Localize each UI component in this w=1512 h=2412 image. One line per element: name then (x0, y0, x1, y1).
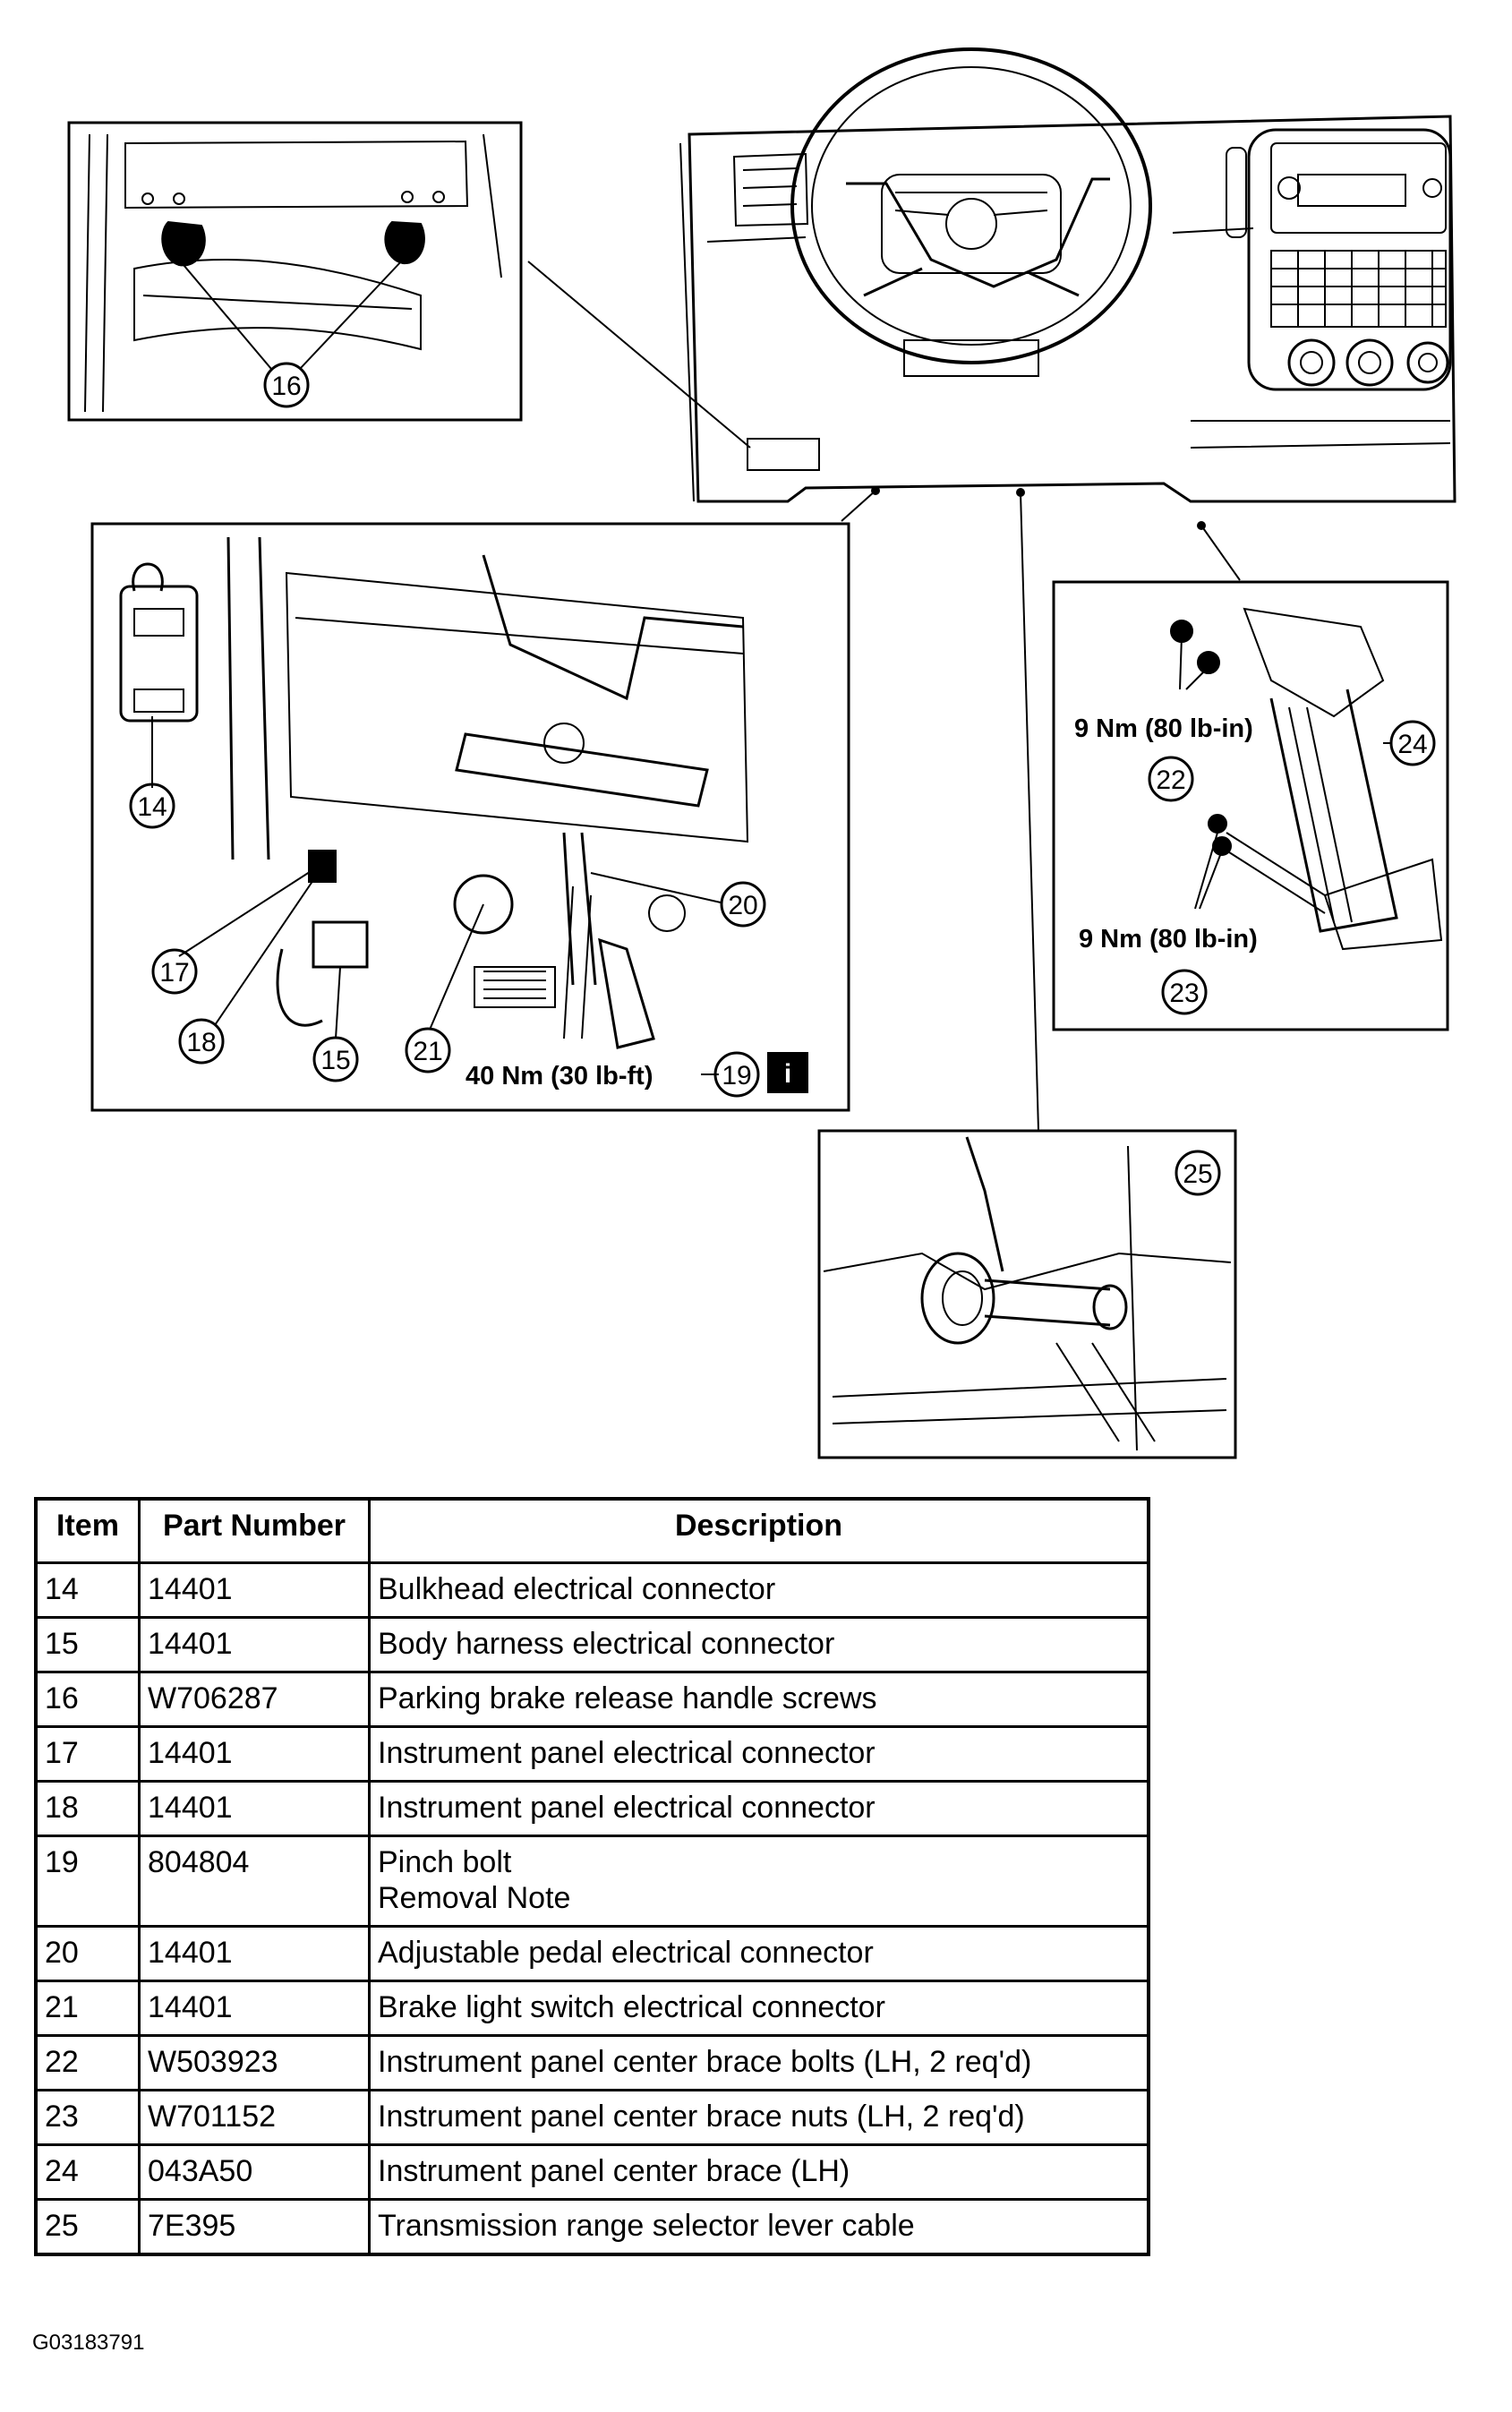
callout-labels: 16 14 17 18 15 21 20 19 22 23 24 25 i (137, 372, 1427, 1189)
table-row: 14 14401 Bulkhead electrical connector (34, 1561, 1150, 1619)
cell-item: 17 (34, 1725, 141, 1783)
parts-table: Item Part Number Description 14 14401 Bu… (34, 1497, 1150, 2256)
cell-item: 18 (34, 1780, 141, 1837)
cell-part: 14401 (138, 1925, 371, 1982)
table-row: 15 14401 Body harness electrical connect… (34, 1616, 1150, 1673)
cell-item: 20 (34, 1925, 141, 1982)
cell-part: W503923 (138, 2034, 371, 2091)
table-row: 19 804804 Pinch bolt Removal Note (34, 1835, 1150, 1928)
removal-note: Removal Note (378, 1881, 571, 1915)
table-row: 20 14401 Adjustable pedal electrical con… (34, 1925, 1150, 1982)
cell-desc: Adjustable pedal electrical connector (368, 1925, 1150, 1982)
cell-item: 19 (34, 1835, 141, 1928)
cell-part: 804804 (138, 1835, 371, 1928)
cell-part: 14401 (138, 1725, 371, 1783)
callout-22: 22 (1156, 766, 1185, 795)
cell-part: 043A50 (138, 2143, 371, 2201)
info-icon: i (784, 1059, 791, 1089)
cell-item: 23 (34, 2089, 141, 2146)
leader-lines (527, 261, 1241, 1132)
cell-item: 14 (34, 1561, 141, 1619)
header-item: Item (34, 1497, 141, 1564)
callout-18: 18 (186, 1028, 216, 1057)
table-row: 23 W701152 Instrument panel center brace… (34, 2089, 1150, 2146)
table-row: 22 W503923 Instrument panel center brace… (34, 2034, 1150, 2091)
table-row: 21 14401 Brake light switch electrical c… (34, 1980, 1150, 2037)
torque-pinch-bolt: 40 Nm (30 lb-ft) (466, 1062, 653, 1091)
callout-24: 24 (1397, 730, 1427, 759)
detail-selector-cable (817, 1129, 1237, 1459)
exploded-diagram: 16 14 17 18 15 21 20 19 22 23 24 25 i 9 … (67, 47, 1456, 1459)
cell-desc: Instrument panel electrical connector (368, 1780, 1150, 1837)
torque-brace-nuts: 9 Nm (80 lb-in) (1079, 925, 1258, 954)
cell-part: 14401 (138, 1780, 371, 1837)
cell-part: 14401 (138, 1561, 371, 1619)
cell-item: 16 (34, 1671, 141, 1728)
cell-desc: Instrument panel electrical connector (368, 1725, 1150, 1783)
callout-23: 23 (1169, 979, 1199, 1008)
cell-desc: Instrument panel center brace bolts (LH,… (368, 2034, 1150, 2091)
dashboard-illustration (679, 47, 1456, 530)
cell-item: 15 (34, 1616, 141, 1673)
header-description: Description (368, 1497, 1150, 1564)
cell-part: 14401 (138, 1616, 371, 1673)
torque-labels: 9 Nm (80 lb-in) 9 Nm (80 lb-in) 40 Nm (3… (466, 714, 1258, 1091)
callout-20: 20 (728, 891, 757, 920)
table-row: 16 W706287 Parking brake release handle … (34, 1671, 1150, 1728)
cell-item: 21 (34, 1980, 141, 2037)
cell-desc: Instrument panel center brace nuts (LH, … (368, 2089, 1150, 2146)
table-row: 25 7E395 Transmission range selector lev… (34, 2198, 1150, 2256)
header-part-number: Part Number (138, 1497, 371, 1564)
callout-19: 19 (722, 1061, 751, 1091)
detail-parking-brake-handle (67, 121, 523, 422)
cell-desc: Bulkhead electrical connector (368, 1561, 1150, 1619)
cell-item: 25 (34, 2198, 141, 2256)
cell-desc: Instrument panel center brace (LH) (368, 2143, 1150, 2201)
cell-desc: Parking brake release handle screws (368, 1671, 1150, 1728)
cell-part: 14401 (138, 1980, 371, 2037)
cell-desc: Transmission range selector lever cable (368, 2198, 1150, 2256)
table-row: 17 14401 Instrument panel electrical con… (34, 1725, 1150, 1783)
detail-pedal-area (90, 522, 850, 1112)
cell-desc: Brake light switch electrical connector (368, 1980, 1150, 2037)
callout-17: 17 (159, 958, 189, 988)
callout-15: 15 (320, 1046, 350, 1075)
cell-part: 7E395 (138, 2198, 371, 2256)
cell-desc: Pinch bolt Removal Note (368, 1835, 1150, 1928)
cell-part: W706287 (138, 1671, 371, 1728)
table-header-row: Item Part Number Description (34, 1497, 1150, 1564)
cell-item: 24 (34, 2143, 141, 2201)
table-row: 18 14401 Instrument panel electrical con… (34, 1780, 1150, 1837)
figure-id: G03183791 (32, 2331, 145, 2355)
detail-center-brace (1052, 580, 1449, 1031)
cell-item: 22 (34, 2034, 141, 2091)
callout-21: 21 (413, 1037, 442, 1066)
desc-line: Pinch bolt (378, 1845, 512, 1879)
callout-16: 16 (271, 372, 301, 401)
callout-14: 14 (137, 792, 167, 822)
cell-desc: Body harness electrical connector (368, 1616, 1150, 1673)
cell-part: W701152 (138, 2089, 371, 2146)
table-row: 24 043A50 Instrument panel center brace … (34, 2143, 1150, 2201)
torque-brace-bolts: 9 Nm (80 lb-in) (1074, 714, 1253, 743)
callout-25: 25 (1183, 1159, 1212, 1189)
